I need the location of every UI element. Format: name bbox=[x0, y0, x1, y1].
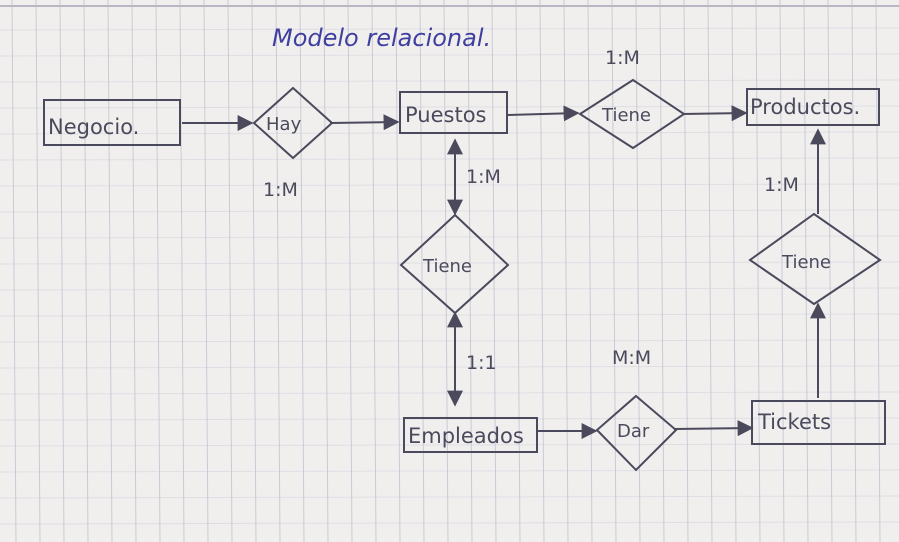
entity-puestos-label: Puestos bbox=[405, 103, 487, 127]
relationship-dar-label: Dar bbox=[617, 421, 650, 442]
relationship-hay-diamond bbox=[252, 86, 334, 160]
grid-line-vertical bbox=[707, 0, 713, 542]
grid-line-horizontal bbox=[0, 495, 899, 499]
grid-line-vertical bbox=[83, 0, 89, 542]
relationship-tiene-productos-label: Tiene bbox=[601, 105, 651, 126]
grid-line-vertical bbox=[635, 0, 641, 542]
grid-line-vertical bbox=[851, 0, 857, 542]
grid-line-horizontal bbox=[0, 339, 899, 343]
cardinality-empleados-tickets: M:M bbox=[612, 347, 651, 369]
connector-hay-puestos bbox=[329, 114, 400, 131]
relationship-tiene-tickets-label: Tiene bbox=[781, 252, 831, 273]
grid-line-vertical bbox=[323, 0, 329, 542]
grid-line-vertical bbox=[371, 0, 377, 542]
grid-line-vertical bbox=[539, 0, 545, 542]
grid-line-horizontal bbox=[0, 27, 899, 31]
grid-line-vertical bbox=[395, 0, 401, 542]
entity-empleados-box bbox=[403, 417, 538, 453]
relationship-hay-label: Hay bbox=[266, 114, 302, 135]
grid-line-vertical bbox=[59, 0, 65, 542]
grid-line-vertical bbox=[659, 0, 665, 542]
entity-tickets-box bbox=[751, 400, 886, 445]
grid-line-horizontal bbox=[0, 287, 899, 291]
grid-line-vertical bbox=[683, 0, 689, 542]
grid-line-vertical bbox=[131, 0, 137, 542]
grid-line-horizontal bbox=[0, 53, 899, 57]
relationship-tiene-tickets-diamond bbox=[748, 212, 882, 306]
grid-line-vertical bbox=[779, 0, 785, 542]
entity-empleados-label: Empleados bbox=[408, 424, 524, 448]
grid-line-horizontal bbox=[0, 183, 899, 187]
grid-line-horizontal bbox=[0, 521, 899, 525]
grid-line-vertical bbox=[755, 0, 761, 542]
grid-line-horizontal bbox=[0, 365, 899, 369]
entity-tickets-label: Tickets bbox=[757, 410, 831, 434]
grid-line-vertical bbox=[731, 0, 737, 542]
grid-line-vertical bbox=[203, 0, 209, 542]
entity-negocio-label: Negocio. bbox=[48, 115, 139, 139]
relationship-dar-diamond bbox=[595, 394, 678, 472]
grid-line-vertical bbox=[35, 0, 41, 542]
grid-line-vertical bbox=[227, 0, 233, 542]
cardinality-negocio-puestos: 1:M bbox=[263, 179, 298, 201]
entity-puestos-box bbox=[399, 91, 508, 134]
grid-line-vertical bbox=[611, 0, 617, 542]
entity-productos-box bbox=[746, 88, 880, 126]
grid-line-vertical bbox=[347, 0, 353, 542]
grid-line-horizontal bbox=[0, 469, 899, 473]
grid-line-horizontal bbox=[0, 79, 899, 83]
grid-line-horizontal bbox=[0, 209, 899, 213]
grid-line-vertical bbox=[827, 0, 833, 542]
entity-negocio-box bbox=[43, 99, 181, 146]
grid-line-vertical bbox=[803, 0, 809, 542]
grid-line-horizontal bbox=[0, 235, 899, 239]
grid-line-horizontal bbox=[0, 157, 899, 161]
diagram-title: Modelo relacional. bbox=[272, 24, 491, 52]
grid-line-vertical bbox=[563, 0, 569, 542]
cardinality-puestos-empleados-upper: 1:M bbox=[466, 166, 501, 188]
cardinality-puestos-productos: 1:M bbox=[605, 47, 640, 69]
grid-line-vertical bbox=[107, 0, 113, 542]
connector-dar-tickets bbox=[673, 420, 754, 437]
grid-line-vertical bbox=[875, 0, 881, 542]
grid-line-horizontal bbox=[0, 313, 899, 317]
cardinality-tickets-productos: 1:M bbox=[764, 174, 799, 196]
cardinality-puestos-empleados-lower: 1:1 bbox=[466, 352, 497, 374]
connector-tiene-productos bbox=[681, 105, 748, 122]
relationship-tiene-productos-diamond bbox=[578, 78, 686, 150]
relationship-tiene-empleados-label: Tiene bbox=[422, 256, 472, 277]
grid-line-horizontal bbox=[0, 261, 899, 265]
grid-line-horizontal bbox=[0, 105, 899, 109]
connector-puestos-tiene bbox=[507, 105, 580, 122]
grid-line-horizontal bbox=[0, 443, 899, 447]
relationship-tiene-empleados-diamond bbox=[399, 213, 510, 315]
grid-line-vertical bbox=[155, 0, 161, 542]
grid-line-vertical bbox=[11, 0, 17, 542]
grid-line-vertical bbox=[587, 0, 593, 542]
grid-line-vertical bbox=[179, 0, 185, 542]
entity-productos-label: Productos. bbox=[750, 95, 860, 119]
grid-line-vertical bbox=[275, 0, 281, 542]
grid-line-vertical bbox=[299, 0, 305, 542]
grid-line-vertical bbox=[251, 0, 257, 542]
